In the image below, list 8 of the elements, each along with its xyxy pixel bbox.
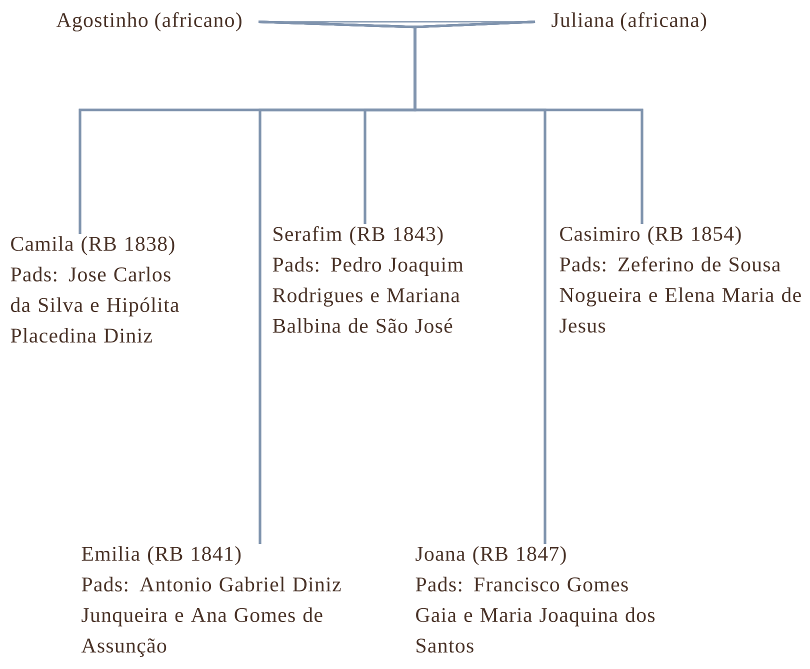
child-entry: Camila (RB 1838) Pads: Jose Carlos da Silva e Hipólita Placedina Diniz: [10, 236, 179, 343]
family-line: [414, 20, 546, 544]
parent-name: Juliana (africana): [552, 12, 706, 32]
child-entry: Casimiro (RB 1854) Pads: Zeferino de Sousa Nogueira e Elena Maria de Jesus: [560, 226, 801, 333]
child-entry: Joana (RB 1847) Pads: Francisco Gomes Gaia e Maria Joaquina dos Santos: [416, 546, 655, 653]
child-entry: Serafim (RB 1843) Pads: Pedro Joaquim Rodrigues e Mariana Balbina de São José: [272, 226, 464, 333]
parent-name: Agostinho (africano): [56, 12, 242, 32]
child-entry: Emilia (RB 1841) Pads: Antonio Gabriel Diniz Junqueira e Ana Gomes de Assunção: [81, 546, 341, 657]
